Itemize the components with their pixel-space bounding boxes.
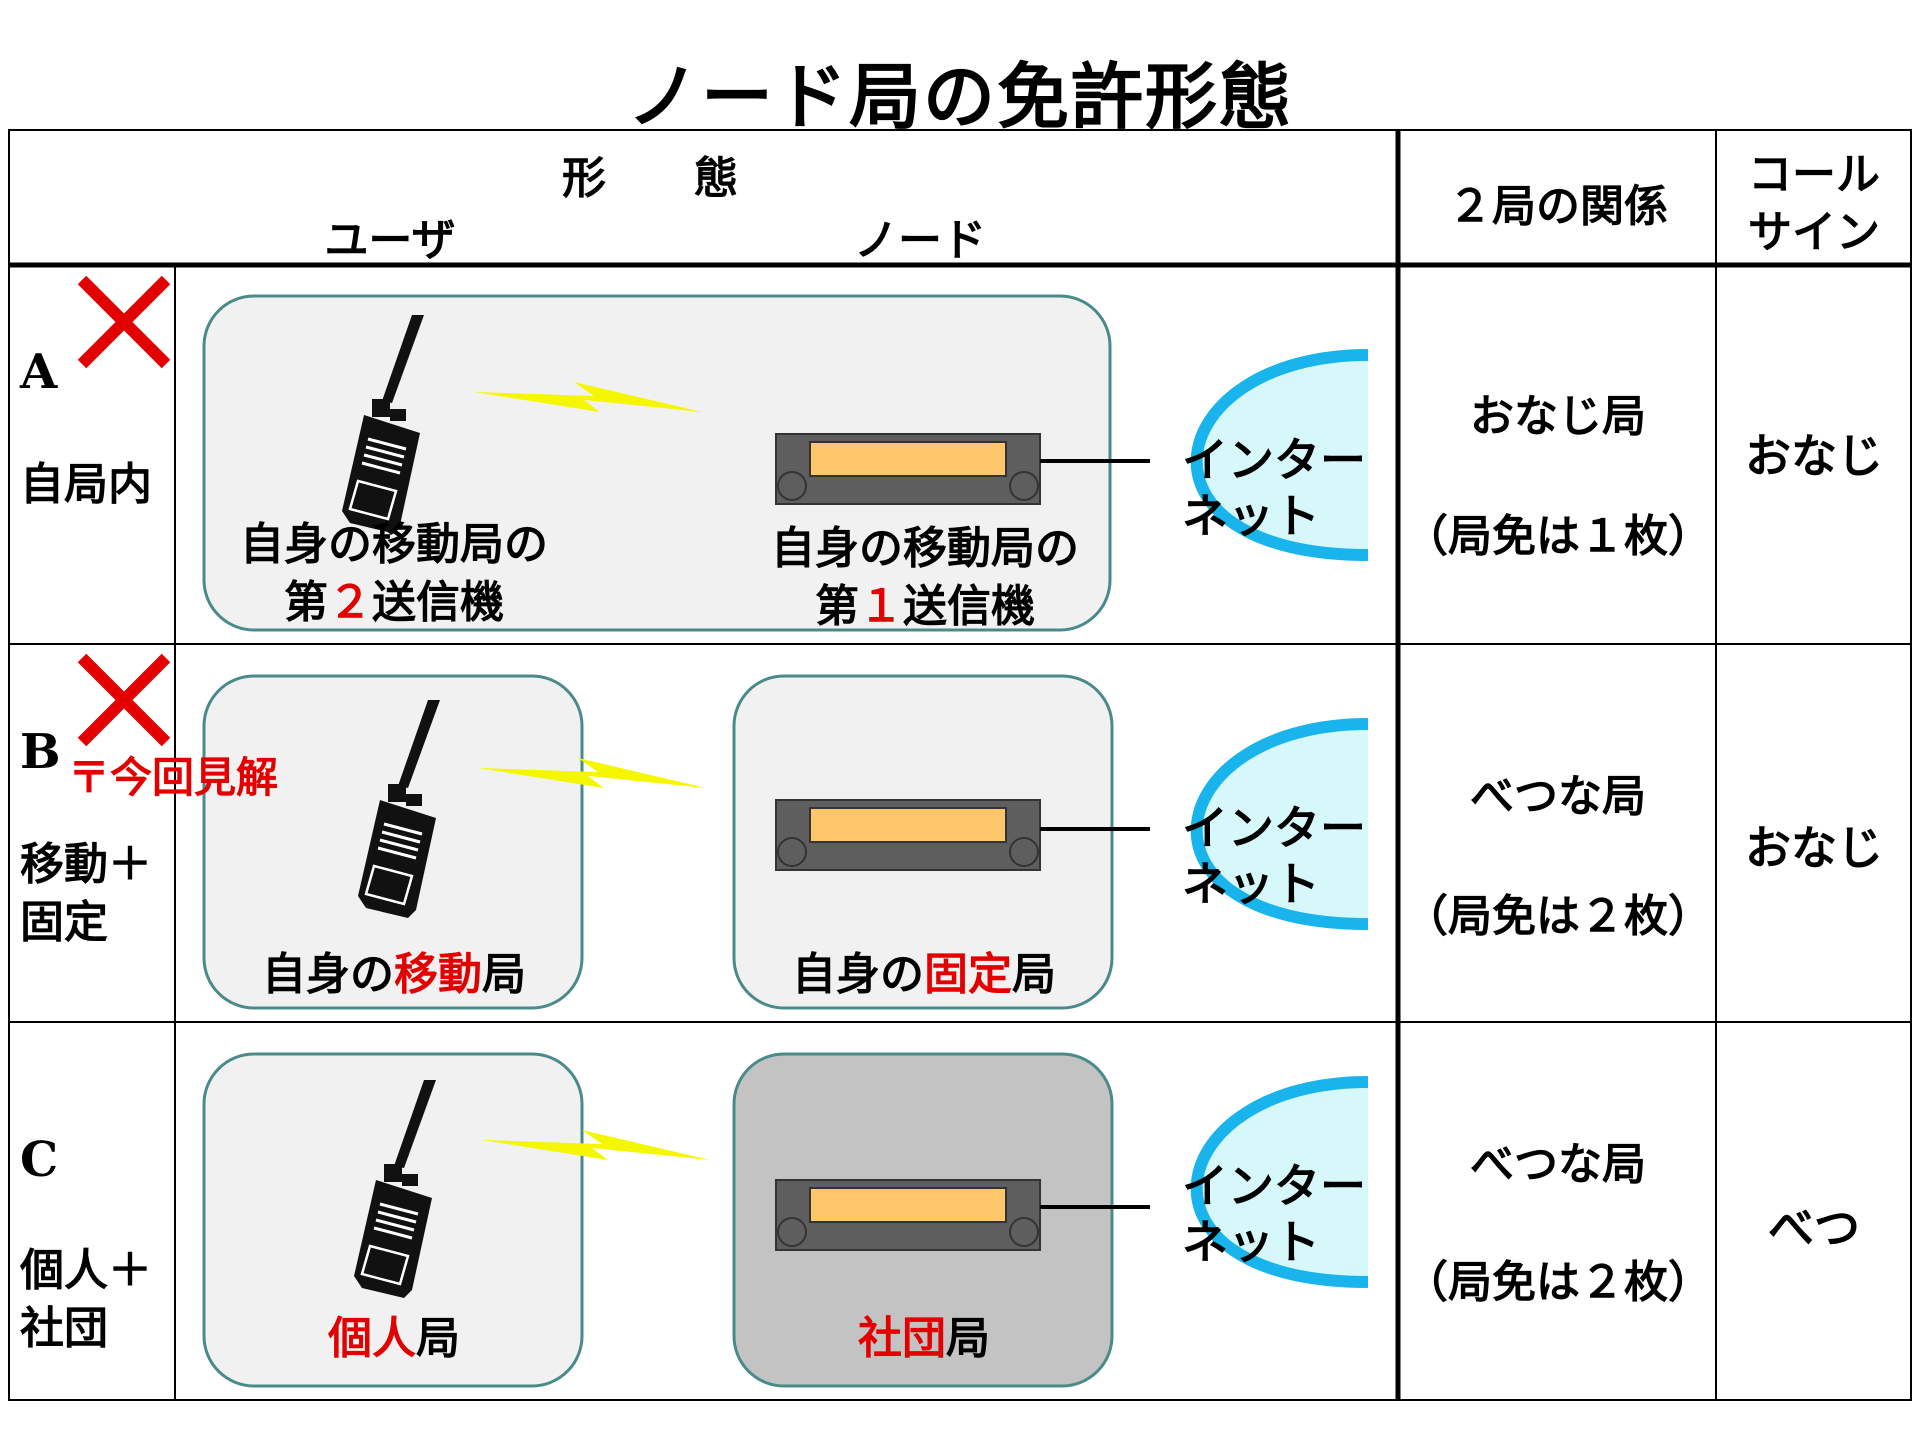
- row-b-license: （局免は２枚）: [1404, 891, 1712, 942]
- row-a-graphics: [82, 280, 1368, 632]
- header-node: ノード: [854, 215, 986, 266]
- row-b-desc: 移動＋固定: [20, 839, 152, 948]
- base-station-icon: [775, 1179, 1041, 1251]
- row-b-letter: B: [20, 724, 61, 780]
- row-a-node-label: 自身の移動局の 第１送信機: [771, 523, 1079, 632]
- row-a-callsign: おなじ: [1745, 429, 1883, 483]
- row-a-user-label: 自身の移動局の 第２送信機: [240, 519, 548, 628]
- row-b-note: 〒今回見解: [68, 753, 279, 802]
- row-b-graphics: [82, 658, 1368, 1010]
- header-relation: ２局の関係: [1448, 181, 1668, 232]
- prohibited-cross-icon: [82, 280, 166, 364]
- page-title: ノード局の免許形態: [626, 54, 1293, 139]
- row-c-callsign: べつ: [1768, 1201, 1860, 1255]
- row-a-desc: 自局内: [20, 459, 152, 510]
- row-b-node-label: 自身の固定局: [792, 949, 1056, 1000]
- row-c-node-label: 社団局: [858, 1313, 990, 1364]
- table-grid: [8, 129, 1912, 1401]
- row-c-relation: べつな局: [1470, 1139, 1646, 1190]
- header-form: 形 態: [562, 153, 738, 204]
- row-b-relation: べつな局: [1470, 771, 1646, 822]
- row-a-license: （局免は１枚）: [1404, 511, 1712, 562]
- row-b-callsign: おなじ: [1745, 821, 1883, 875]
- row-c-user-label: 個人局: [328, 1313, 460, 1364]
- row-a-relation: おなじ局: [1470, 391, 1646, 442]
- row-c-letter: C: [20, 1132, 59, 1188]
- row-a-internet-label: インターネット: [1182, 433, 1366, 543]
- row-a-letter: A: [20, 344, 58, 400]
- base-station-icon: [775, 799, 1041, 871]
- row-c-desc: 個人＋社団: [20, 1245, 152, 1354]
- row-c-graphics: [202, 1052, 1368, 1388]
- header-user: ユーザ: [324, 215, 456, 266]
- row-c-internet-label: インターネット: [1182, 1159, 1366, 1269]
- base-station-icon: [775, 433, 1041, 505]
- row-c-license: （局免は２枚）: [1404, 1257, 1712, 1308]
- row-b-internet-label: インターネット: [1182, 801, 1366, 911]
- row-b-user-label: 自身の移動局: [262, 949, 526, 1000]
- header-callsign-line1: コール: [1748, 149, 1880, 200]
- header-callsign-line2: サイン: [1748, 207, 1880, 258]
- prohibited-cross-icon: [82, 658, 166, 742]
